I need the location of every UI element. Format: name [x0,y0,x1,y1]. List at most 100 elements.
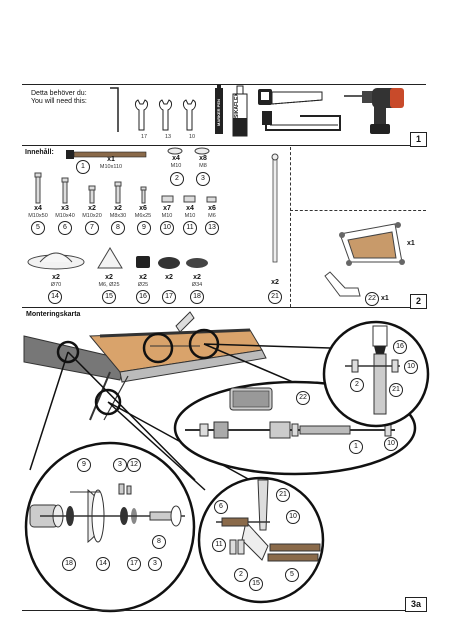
callout-5: 5 [285,568,299,582]
panel-number-3a: 3a [405,597,427,612]
tools-need-sv: Detta behöver du: [31,90,87,97]
sealant-tube-icon [232,85,248,137]
dome-washer-icon [27,252,85,270]
bolt-m10x50-icon [35,176,41,204]
item-21-label: x2 [271,279,279,286]
callout-12: 12 [127,458,141,472]
item-1-number: 1 [76,160,90,174]
bolt-m10x20-icon [89,189,95,204]
item-8-number: 8 [111,221,125,235]
angle-bracket-icon [97,247,123,269]
item-9-number: 9 [137,221,151,235]
item-22-qty: x1 [381,295,389,302]
contents-divider-horizontal [290,210,426,211]
zoom-circle-c [142,332,174,364]
rubber-sleeve-icon [136,256,150,268]
drill-icon [344,88,404,134]
wrench-17-icon [135,99,148,131]
item-13-number: 13 [205,221,219,235]
item-4-qty: x1 [407,240,415,247]
item-21-number: 21 [268,290,282,304]
bolt-m6x25-icon [141,189,146,204]
item-17-label: x2 [165,274,173,281]
zoom-circle-b [94,388,122,416]
item-22-number: 22 [365,292,379,306]
callout-10-top: 10 [404,360,418,374]
panel-1-top-border [22,84,426,85]
item-6-number: 6 [58,221,72,235]
caravan-frame [23,311,267,421]
callout-9: 9 [77,458,91,472]
tools-need-en: You will need this: [31,98,87,105]
long-bolt-icon [66,150,147,159]
item-2-number: 2 [170,172,184,186]
wrench-size-13: 13 [164,134,172,140]
callout-2-top: 2 [350,378,364,392]
wrench-10-icon [183,99,196,131]
item-11-number: 11 [183,221,197,235]
item-15-number: 15 [102,290,116,304]
callout-18: 18 [62,557,76,571]
panel-number-1: 1 [410,132,427,147]
bracket-mount-icon [216,479,321,562]
bolt-m8x30-icon [115,185,121,204]
rubber-ring-icon [186,258,208,268]
callout-2-bottom: 2 [234,568,248,582]
tools-illustration [110,84,404,137]
callout-3-bottom: 3 [148,557,162,571]
wrench-13-icon [159,99,172,131]
rubber-washer-icon [158,257,180,269]
panel-1-bottom-border [22,145,426,146]
contents-illustration [27,147,405,297]
callout-1: 1 [349,440,363,454]
small-bracket-icon [324,271,361,297]
callout-6: 6 [214,500,228,514]
zoom-circle-a [56,340,80,364]
item-14-number: 14 [48,290,62,304]
callout-15: 15 [249,577,263,591]
contents-title: Innehåll: [25,149,54,156]
rod-icon [271,153,279,263]
marker-pen-icon [215,84,223,134]
callout-22: 22 [296,391,310,405]
item-17-number: 17 [162,290,176,304]
washer-m10-icon [167,147,183,155]
assembly-title: Monteringskarta [26,311,81,318]
callout-3-top: 3 [113,458,127,472]
hex-key-icon [110,87,119,132]
bracket-plate-icon [339,222,405,266]
nut-m10-icon [161,195,174,203]
callout-10-rod: 10 [384,437,398,451]
callout-16: 16 [393,340,407,354]
item-5-number: 5 [31,221,45,235]
contents-divider-vertical [290,147,291,307]
item-10-number: 10 [160,221,174,235]
support-detail-icon [345,325,400,415]
item-3-number: 3 [196,172,210,186]
item-18-number: 18 [190,290,204,304]
panel-number-2: 2 [410,294,427,309]
dome-mount-icon [29,483,185,544]
callout-21-bottom: 21 [276,488,290,502]
washer-m8-icon [194,147,210,155]
callout-17: 17 [127,557,141,571]
callout-10-bottom: 10 [286,510,300,524]
callout-14: 14 [96,557,110,571]
wrench-size-17: 17 [140,134,148,140]
item-7-number: 7 [85,221,99,235]
callout-21-top: 21 [389,383,403,397]
hand-saw-icon [258,89,323,105]
hacksaw-icon [262,111,341,131]
